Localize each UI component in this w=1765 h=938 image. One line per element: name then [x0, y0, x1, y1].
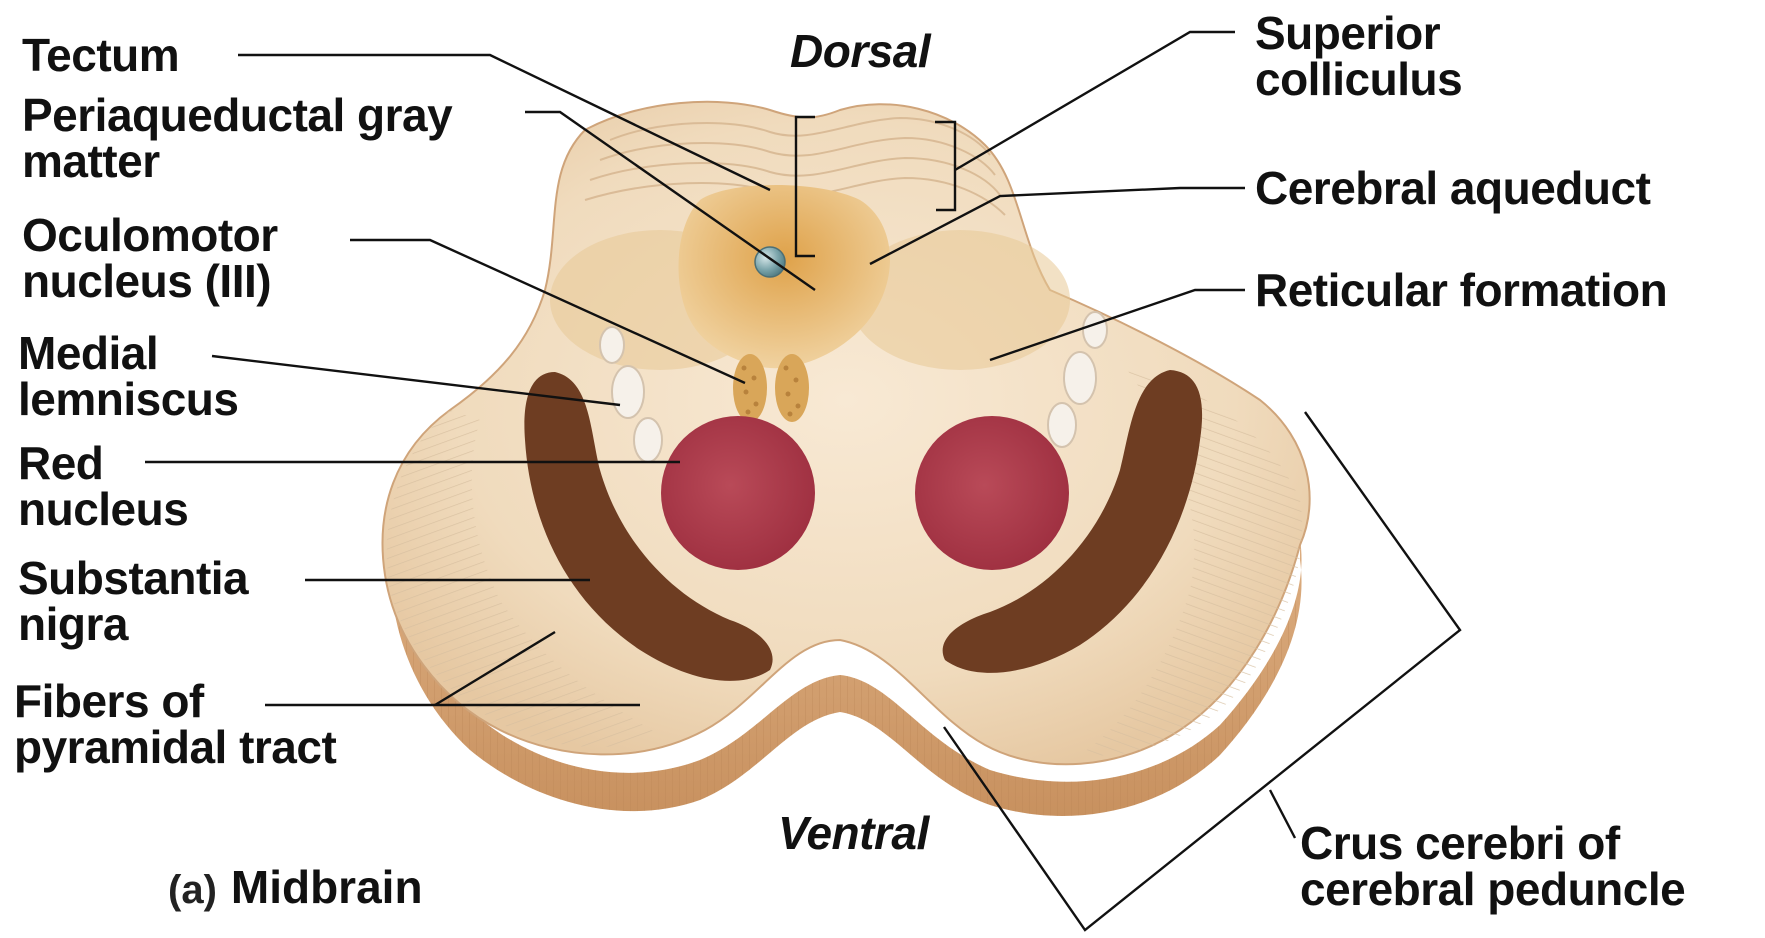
orientation-ventral: Ventral: [778, 810, 929, 856]
label-reticular-formation: Reticular formation: [1255, 267, 1667, 313]
label-medial-lemniscus: Medial lemniscus: [18, 330, 239, 422]
red-nucleus-right: [915, 416, 1069, 570]
label-crus-cerebri: Crus cerebri of cerebral peduncle: [1300, 820, 1685, 912]
label-oculomotor-nucleus: Oculomotor nucleus (III): [22, 212, 278, 304]
caption-tag: (a): [168, 868, 217, 912]
label-red-nucleus: Red nucleus: [18, 440, 188, 532]
caption-title: Midbrain: [231, 861, 423, 913]
label-pyramidal-fibers: Fibers of pyramidal tract: [14, 678, 336, 770]
label-tectum: Tectum: [22, 32, 179, 78]
label-substantia-nigra: Substantia nigra: [18, 555, 248, 647]
red-nucleus-left: [661, 416, 815, 570]
label-superior-colliculus: Superior colliculus: [1255, 10, 1462, 102]
orientation-dorsal: Dorsal: [790, 28, 930, 74]
label-cerebral-aqueduct: Cerebral aqueduct: [1255, 165, 1650, 211]
figure-caption: (a) Midbrain: [168, 862, 423, 915]
label-periaqueductal-gray: Periaqueductal gray matter: [22, 92, 452, 184]
